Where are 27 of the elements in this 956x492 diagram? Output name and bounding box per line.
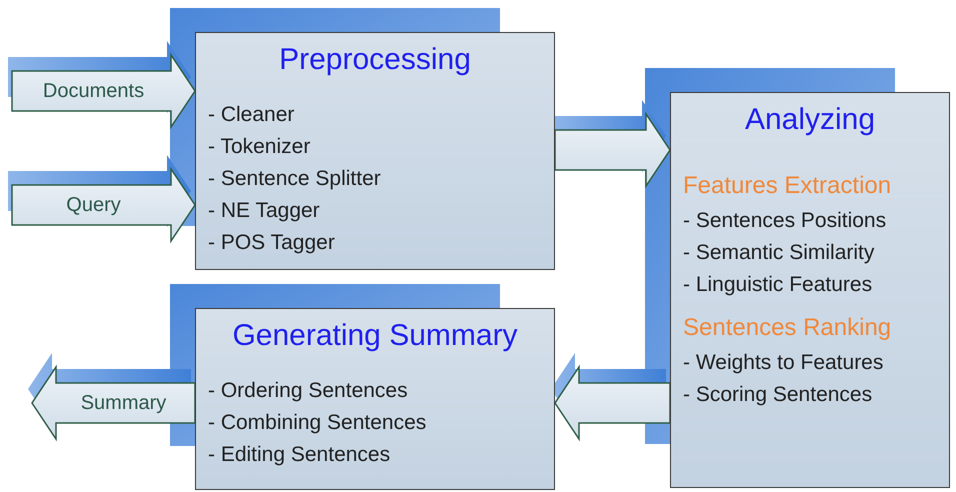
- process-box: [195, 32, 555, 270]
- list-item: - POS Tagger: [208, 230, 336, 256]
- list-item: - Weights to Features: [683, 350, 884, 376]
- list-item: - Combining Sentences: [208, 410, 428, 436]
- block-arrow: [8, 155, 196, 244]
- list-item: - Linguistic Features: [683, 272, 874, 298]
- edge-label: Summary: [80, 393, 166, 413]
- box-title: Preprocessing: [278, 42, 472, 78]
- box-title: Analyzing: [744, 102, 876, 138]
- list-item: - Editing Sentences: [208, 442, 392, 468]
- list-item: - Sentences Positions: [683, 208, 888, 234]
- block-arrow: [28, 353, 196, 442]
- list-item: - Ordering Sentences: [208, 378, 409, 404]
- block-arrow: [8, 41, 196, 130]
- list-item: - NE Tagger: [208, 198, 321, 224]
- edge-label: Query: [66, 195, 121, 215]
- section-heading: Features Extraction: [683, 170, 892, 200]
- process-box: [670, 92, 950, 488]
- list-item: - Sentence Splitter: [208, 166, 382, 192]
- box-title: Generating Summary: [231, 318, 519, 354]
- section-heading: Sentences Ranking: [683, 312, 892, 342]
- list-item: - Tokenizer: [208, 134, 312, 160]
- list-item: - Semantic Similarity: [683, 240, 876, 266]
- list-item: - Scoring Sentences: [683, 382, 874, 408]
- edge-label: Documents: [42, 81, 144, 101]
- list-item: - Cleaner: [208, 102, 296, 128]
- process-box: [195, 308, 555, 490]
